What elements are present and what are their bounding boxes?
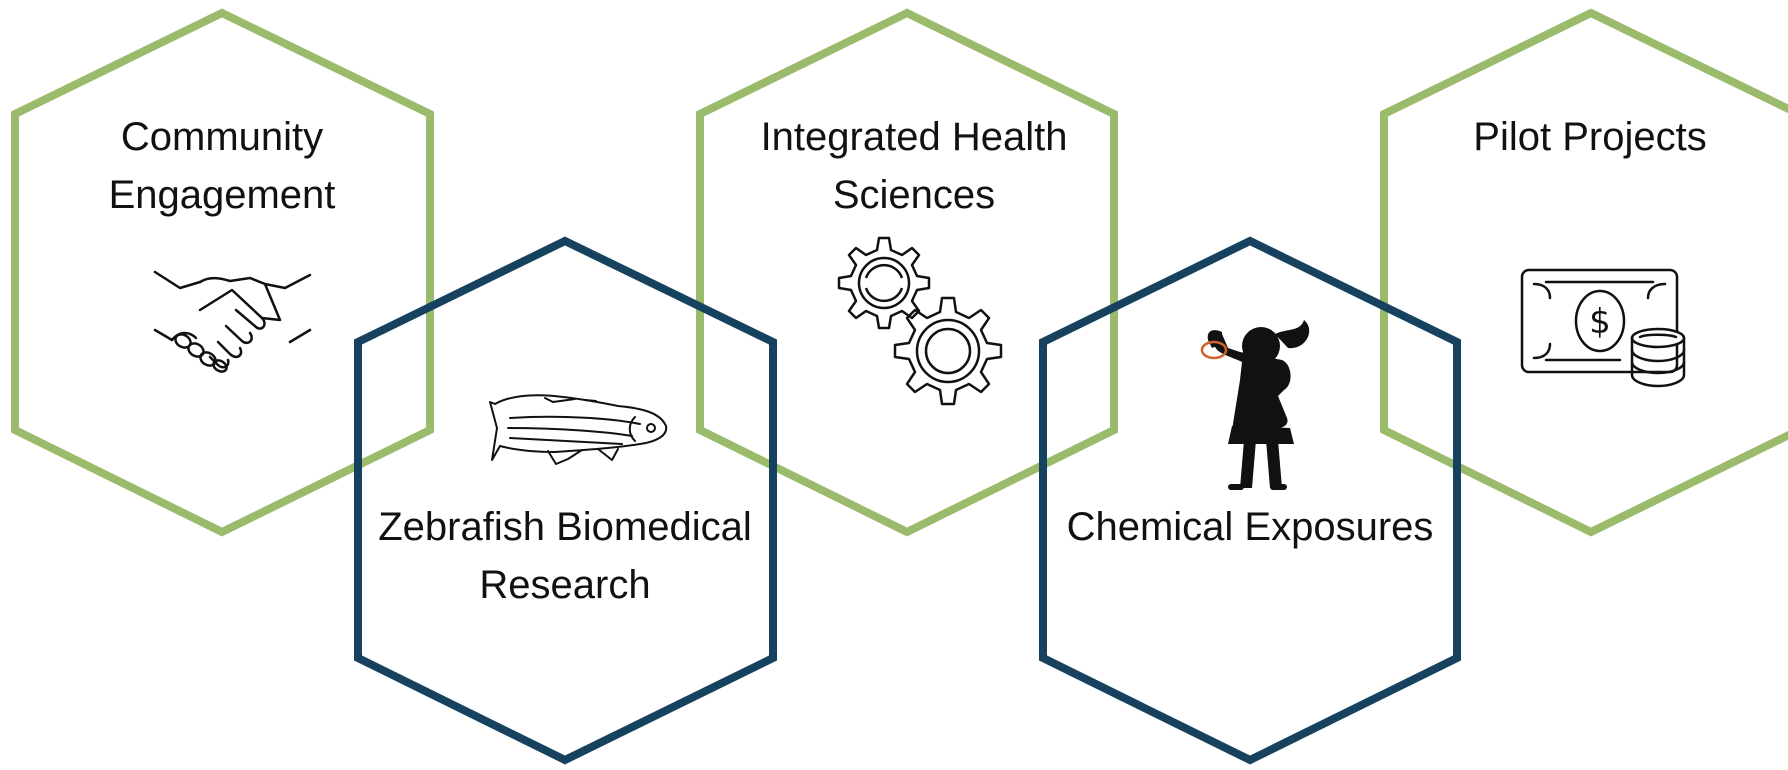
label-line-1: Chemical Exposures: [1066, 505, 1434, 549]
label-pilot-projects: Pilot Projects: [1410, 108, 1770, 166]
hexagon-chemical: [1039, 236, 1461, 765]
hexagon-pilot: [1380, 8, 1788, 537]
label-line-2: Engagement: [108, 173, 336, 217]
hexagon-integrated: [696, 8, 1118, 537]
label-chemical-exposures: Chemical Exposures: [1030, 498, 1470, 556]
label-zebrafish-research: Zebrafish Biomedical Research: [345, 498, 785, 614]
svg-text:$: $: [1589, 302, 1611, 342]
handshake-icon: [153, 270, 312, 373]
label-line-1: Community: [120, 115, 324, 159]
label-line-1: Pilot Projects: [1473, 115, 1707, 159]
label-community-engagement: Community Engagement: [62, 108, 382, 224]
gears-icon: [837, 236, 1003, 406]
child-figure-icon: [1200, 320, 1310, 490]
hexagon-community: [11, 8, 434, 537]
label-line-2: Sciences: [832, 173, 996, 217]
zebrafish-icon: [489, 394, 668, 465]
label-line-1: Integrated Health: [760, 115, 1068, 159]
orange-object-icon: [1200, 340, 1228, 360]
label-line-1: Zebrafish Biomedical: [378, 505, 752, 549]
label-integrated-health: Integrated Health Sciences: [704, 108, 1124, 224]
money-coins-icon: $: [1520, 268, 1686, 388]
hexagon-zebrafish: [354, 236, 777, 765]
label-line-2: Research: [479, 563, 651, 607]
